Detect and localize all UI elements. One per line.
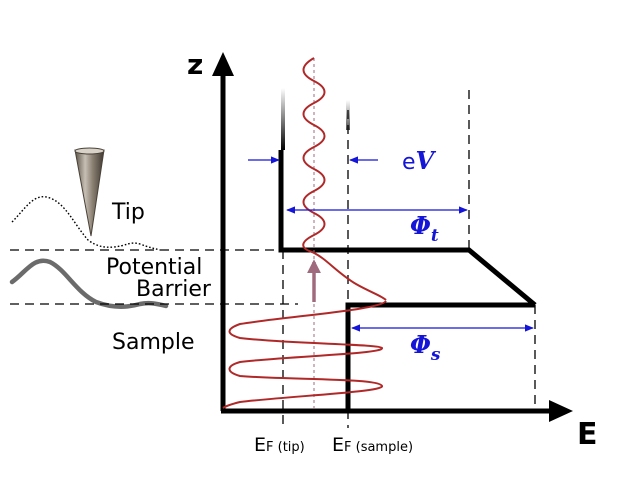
sample-work-function-label: Φs: [410, 330, 441, 365]
sample-fermi-level-label: EF (sample): [332, 434, 413, 456]
sample-surface-wave: [9, 258, 169, 309]
potential-barrier-label-line2: Barrier: [136, 277, 212, 302]
bias-voltage-label: eV: [402, 146, 437, 175]
dashed-guides: [10, 90, 536, 428]
tip-fermi-level-label: EF (tip): [254, 434, 305, 456]
sample-label: Sample: [112, 330, 195, 355]
z-axis-label: z: [187, 48, 203, 81]
tip-cone-illustration: [74, 147, 105, 237]
sample-band-outline: [345, 302, 535, 411]
tip-surface-dotted-curve: [11, 196, 161, 251]
tip-band-outline: [278, 150, 537, 307]
sample-level-fade: [346, 100, 350, 130]
axes: [212, 52, 573, 422]
sample-wavefunction: [222, 300, 387, 409]
tip-wavefunction: [302, 57, 387, 301]
tip-level-fade: [281, 88, 285, 150]
tip-work-function-label: Φt: [410, 211, 439, 246]
tip-label: Tip: [111, 200, 145, 225]
potential-barrier-label-line1: Potential: [106, 255, 202, 280]
e-axis-label: E: [577, 417, 598, 452]
